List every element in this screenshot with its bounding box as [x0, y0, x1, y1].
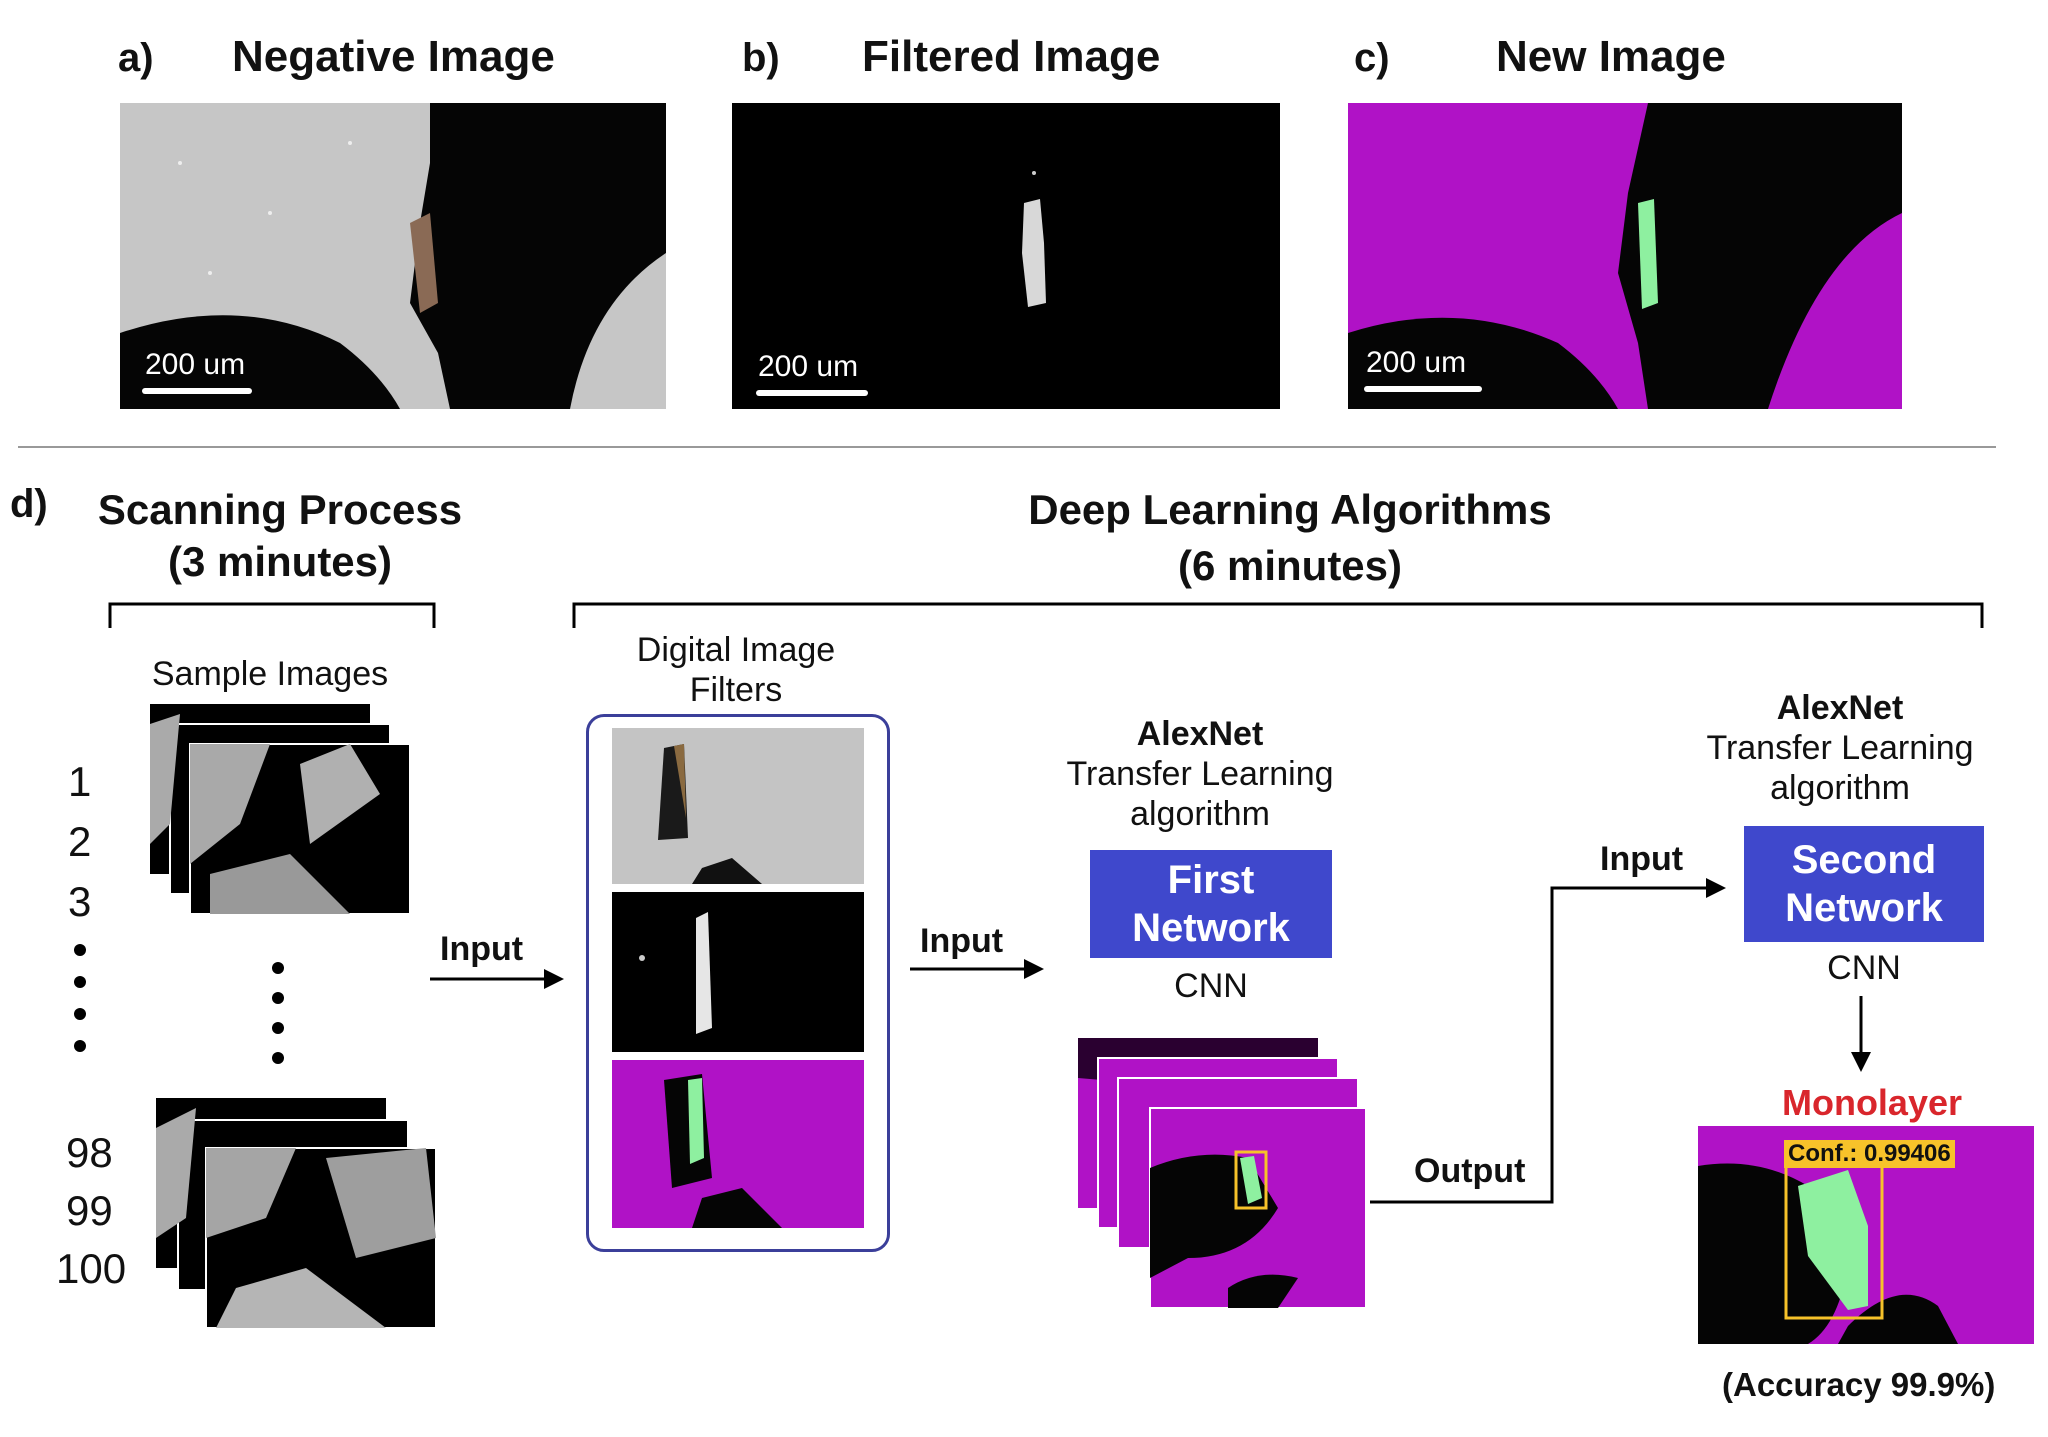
new-image	[1348, 103, 1902, 409]
first-network-box-line1: First	[1167, 858, 1255, 902]
first-network-description: AlexNet Transfer Learning algorithm	[1060, 714, 1340, 834]
first-network-type: CNN	[1174, 967, 1248, 1005]
input-arrow-2	[910, 959, 1044, 979]
sample-image-stack-bottom	[156, 1098, 437, 1329]
output-arrow	[1370, 878, 1726, 1204]
panel-d-letter: d)	[10, 482, 48, 526]
monolayer-label: Monolayer	[1781, 1082, 1963, 1123]
scanning-bracket	[108, 602, 436, 628]
first-network-desc-line1: Transfer Learning	[1066, 755, 1334, 793]
result-image	[1698, 1126, 2034, 1344]
filters-label-line1: Digital Image	[636, 631, 836, 669]
panel-a-letter: a)	[118, 36, 154, 80]
second-network-name: AlexNet	[1776, 689, 1904, 727]
panel-b-letter: b)	[742, 36, 780, 80]
sample-numbers-top: 1 2 3	[68, 752, 91, 932]
scale-label-a: 200 um	[145, 348, 246, 381]
scale-bar-c	[1364, 386, 1482, 392]
dl-title-line2: (6 minutes)	[1177, 542, 1403, 589]
scale-bar-b	[756, 390, 868, 396]
sample-number: 3	[68, 878, 92, 925]
second-network-box-line1: Second	[1791, 838, 1937, 882]
input-label-3: Input	[1600, 840, 1684, 878]
second-network-type: CNN	[1827, 949, 1901, 987]
panel-b-title: Filtered Image	[862, 32, 1161, 81]
scale-label-b: 200 um	[758, 350, 859, 383]
output-label: Output	[1414, 1152, 1526, 1190]
second-network-box-line2: Network	[1785, 886, 1943, 930]
filters-label-line2: Filters	[689, 671, 783, 709]
input-label-1: Input	[440, 930, 524, 968]
scanning-title-line2: (3 minutes)	[167, 538, 393, 585]
sample-numbers-bottom: 98 99 100	[56, 1124, 126, 1298]
sample-number: 1	[68, 758, 92, 805]
second-network-box: Second Network	[1744, 826, 1984, 942]
section-divider	[18, 446, 1996, 448]
scale-label-c: 200 um	[1366, 346, 1467, 379]
sample-image-stack-top	[150, 704, 411, 915]
negative-image	[120, 103, 666, 409]
ellipsis-dots-left	[74, 944, 86, 1052]
filter-images	[612, 728, 864, 1228]
dl-title: Deep Learning Algorithms (6 minutes)	[960, 482, 1620, 594]
dl-title-line1: Deep Learning Algorithms	[1028, 486, 1552, 533]
panel-a-title: Negative Image	[232, 32, 555, 81]
first-network-output-stack	[1078, 1038, 1367, 1309]
first-network-box-line2: Network	[1132, 906, 1290, 950]
panel-c-letter: c)	[1354, 36, 1390, 80]
first-network-box: First Network	[1090, 850, 1332, 958]
scale-bar-a	[142, 388, 252, 394]
sample-images-label: Sample Images	[151, 655, 389, 693]
first-network-name: AlexNet	[1136, 715, 1264, 753]
dl-bracket	[572, 602, 1984, 628]
filters-label: Digital Image Filters	[596, 630, 876, 710]
first-network-desc-line2: algorithm	[1130, 795, 1270, 833]
scanning-title: Scanning Process (3 minutes)	[60, 484, 500, 588]
accuracy-label: (Accuracy 99.9%)	[1722, 1366, 1996, 1403]
second-network-description: AlexNet Transfer Learning algorithm	[1700, 688, 1980, 808]
ellipsis-dots-center	[272, 962, 284, 1064]
down-arrow	[1851, 996, 1871, 1072]
scanning-title-line1: Scanning Process	[97, 486, 463, 533]
sample-number: 99	[66, 1187, 113, 1234]
sample-number: 2	[68, 818, 92, 865]
sample-number: 98	[66, 1129, 113, 1176]
filters-box	[586, 714, 890, 1252]
filtered-image	[732, 103, 1280, 409]
confidence-badge: Conf.: 0.99406	[1784, 1140, 1955, 1168]
panel-c-title: New Image	[1496, 32, 1726, 81]
second-network-desc-line2: algorithm	[1770, 769, 1910, 807]
input-arrow-1	[430, 969, 564, 989]
second-network-desc-line1: Transfer Learning	[1706, 729, 1974, 767]
sample-number: 100	[56, 1245, 127, 1292]
input-label-2: Input	[920, 922, 1004, 960]
